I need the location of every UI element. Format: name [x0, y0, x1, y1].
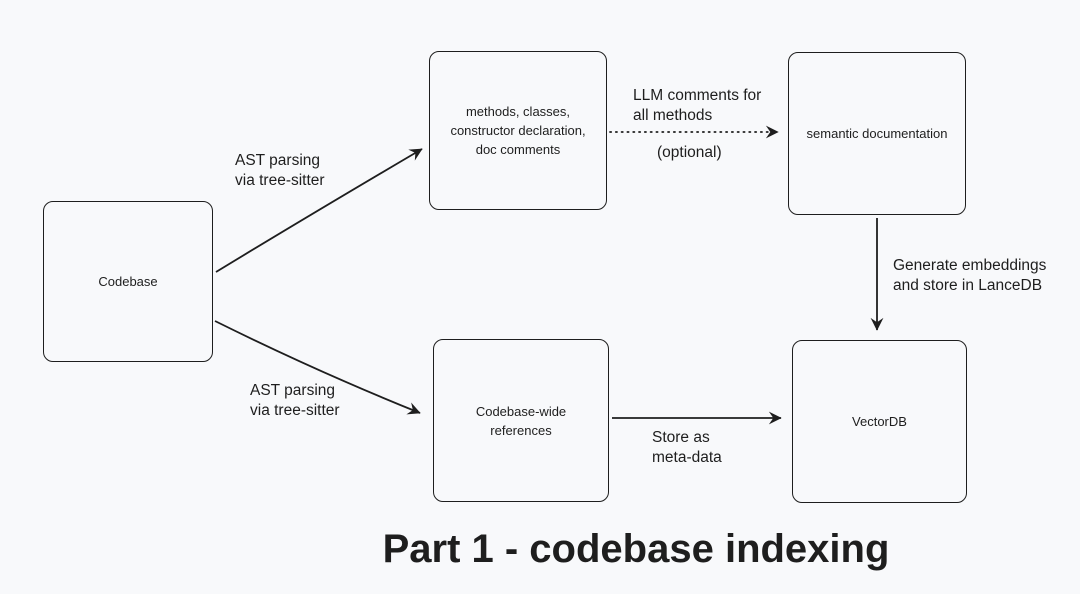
edge-label-optional: (optional) — [657, 144, 722, 161]
node-codebase: Codebase — [43, 201, 213, 362]
edge-label-generate-embeddings: Generate embeddings and store in LanceDB — [893, 257, 1047, 294]
node-codebase-references-label: Codebase-wide references — [475, 403, 567, 438]
node-ast-elements-label: methods, classes, constructor declaratio… — [450, 104, 586, 157]
edge-label-ast-parsing-top: AST parsing via tree-sitter — [235, 152, 325, 189]
edge-label-llm-comments: LLM comments for all methods — [633, 87, 762, 124]
node-vectordb-label: VectorDB — [852, 414, 907, 429]
node-ast-elements: methods, classes, constructor declaratio… — [429, 51, 607, 210]
node-codebase-references: Codebase-wide references — [433, 339, 609, 502]
node-vectordb: VectorDB — [792, 340, 967, 503]
node-semantic-documentation: semantic documentation — [788, 52, 966, 215]
edge-label-store-as-metadata: Store as meta-data — [652, 429, 722, 466]
edge-label-ast-parsing-bottom: AST parsing via tree-sitter — [250, 382, 340, 419]
diagram-title: Part 1 - codebase indexing — [382, 527, 890, 571]
node-semantic-documentation-label: semantic documentation — [806, 126, 948, 141]
node-codebase-label: Codebase — [98, 274, 158, 289]
